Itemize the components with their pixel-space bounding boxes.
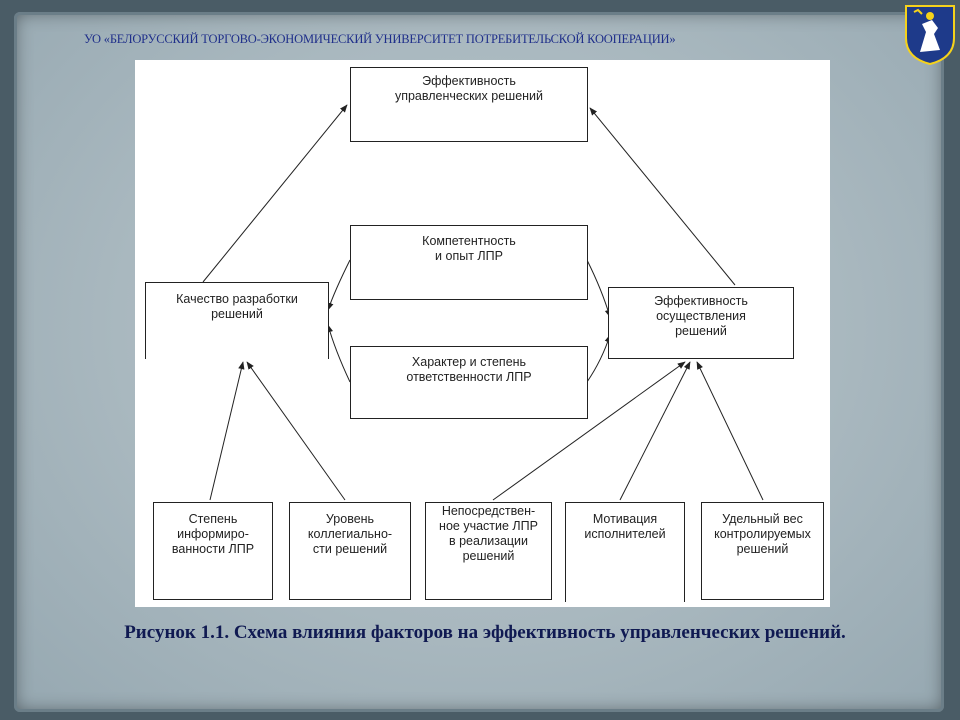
university-header: УО «БЕЛОРУССКИЙ ТОРГОВО-ЭКОНОМИЧЕСКИЙ УН… [84, 32, 676, 46]
arrow-responsibility-to-quality [326, 324, 351, 383]
arrow-responsibility-to-implementation [586, 334, 611, 383]
arrow-share-to-implementation [696, 361, 764, 501]
node-motivation: Мотивация исполнителей [565, 502, 685, 602]
arrow-quality-to-effectiveness [202, 104, 348, 283]
arrow-competence-to-implementation [586, 259, 612, 318]
arrow-competence-to-quality [327, 259, 351, 311]
diagram-canvas: Эффективность управленческих решений Ком… [135, 60, 830, 607]
arrow-motivation-to-implementation [619, 361, 691, 501]
node-responsibility: Характер и степень ответственности ЛПР [350, 346, 588, 419]
arrow-collegiality-to-quality [246, 361, 346, 501]
university-crest-icon [902, 2, 958, 66]
node-informed: Степень информиро- ванности ЛПР [153, 502, 273, 600]
node-effectiveness: Эффективность управленческих решений [350, 67, 588, 142]
diagram-arrows [202, 104, 764, 501]
arrow-informed-to-quality [209, 361, 245, 501]
node-quality: Качество разработки решений [145, 282, 329, 359]
node-competence: Компетентность и опыт ЛПР [350, 225, 588, 300]
node-collegiality: Уровень коллегиально- сти решений [289, 502, 411, 600]
node-participation: Непосредствен- ное участие ЛПР в реализа… [425, 502, 552, 600]
node-share: Удельный вес контролируемых решений [701, 502, 824, 600]
figure-caption: Рисунок 1.1. Схема влияния факторов на э… [124, 622, 846, 643]
arrow-participation-to-implementation [492, 361, 686, 501]
node-implementation: Эффективность осуществления решений [608, 287, 794, 359]
arrow-implementation-to-effectiveness [589, 107, 736, 286]
